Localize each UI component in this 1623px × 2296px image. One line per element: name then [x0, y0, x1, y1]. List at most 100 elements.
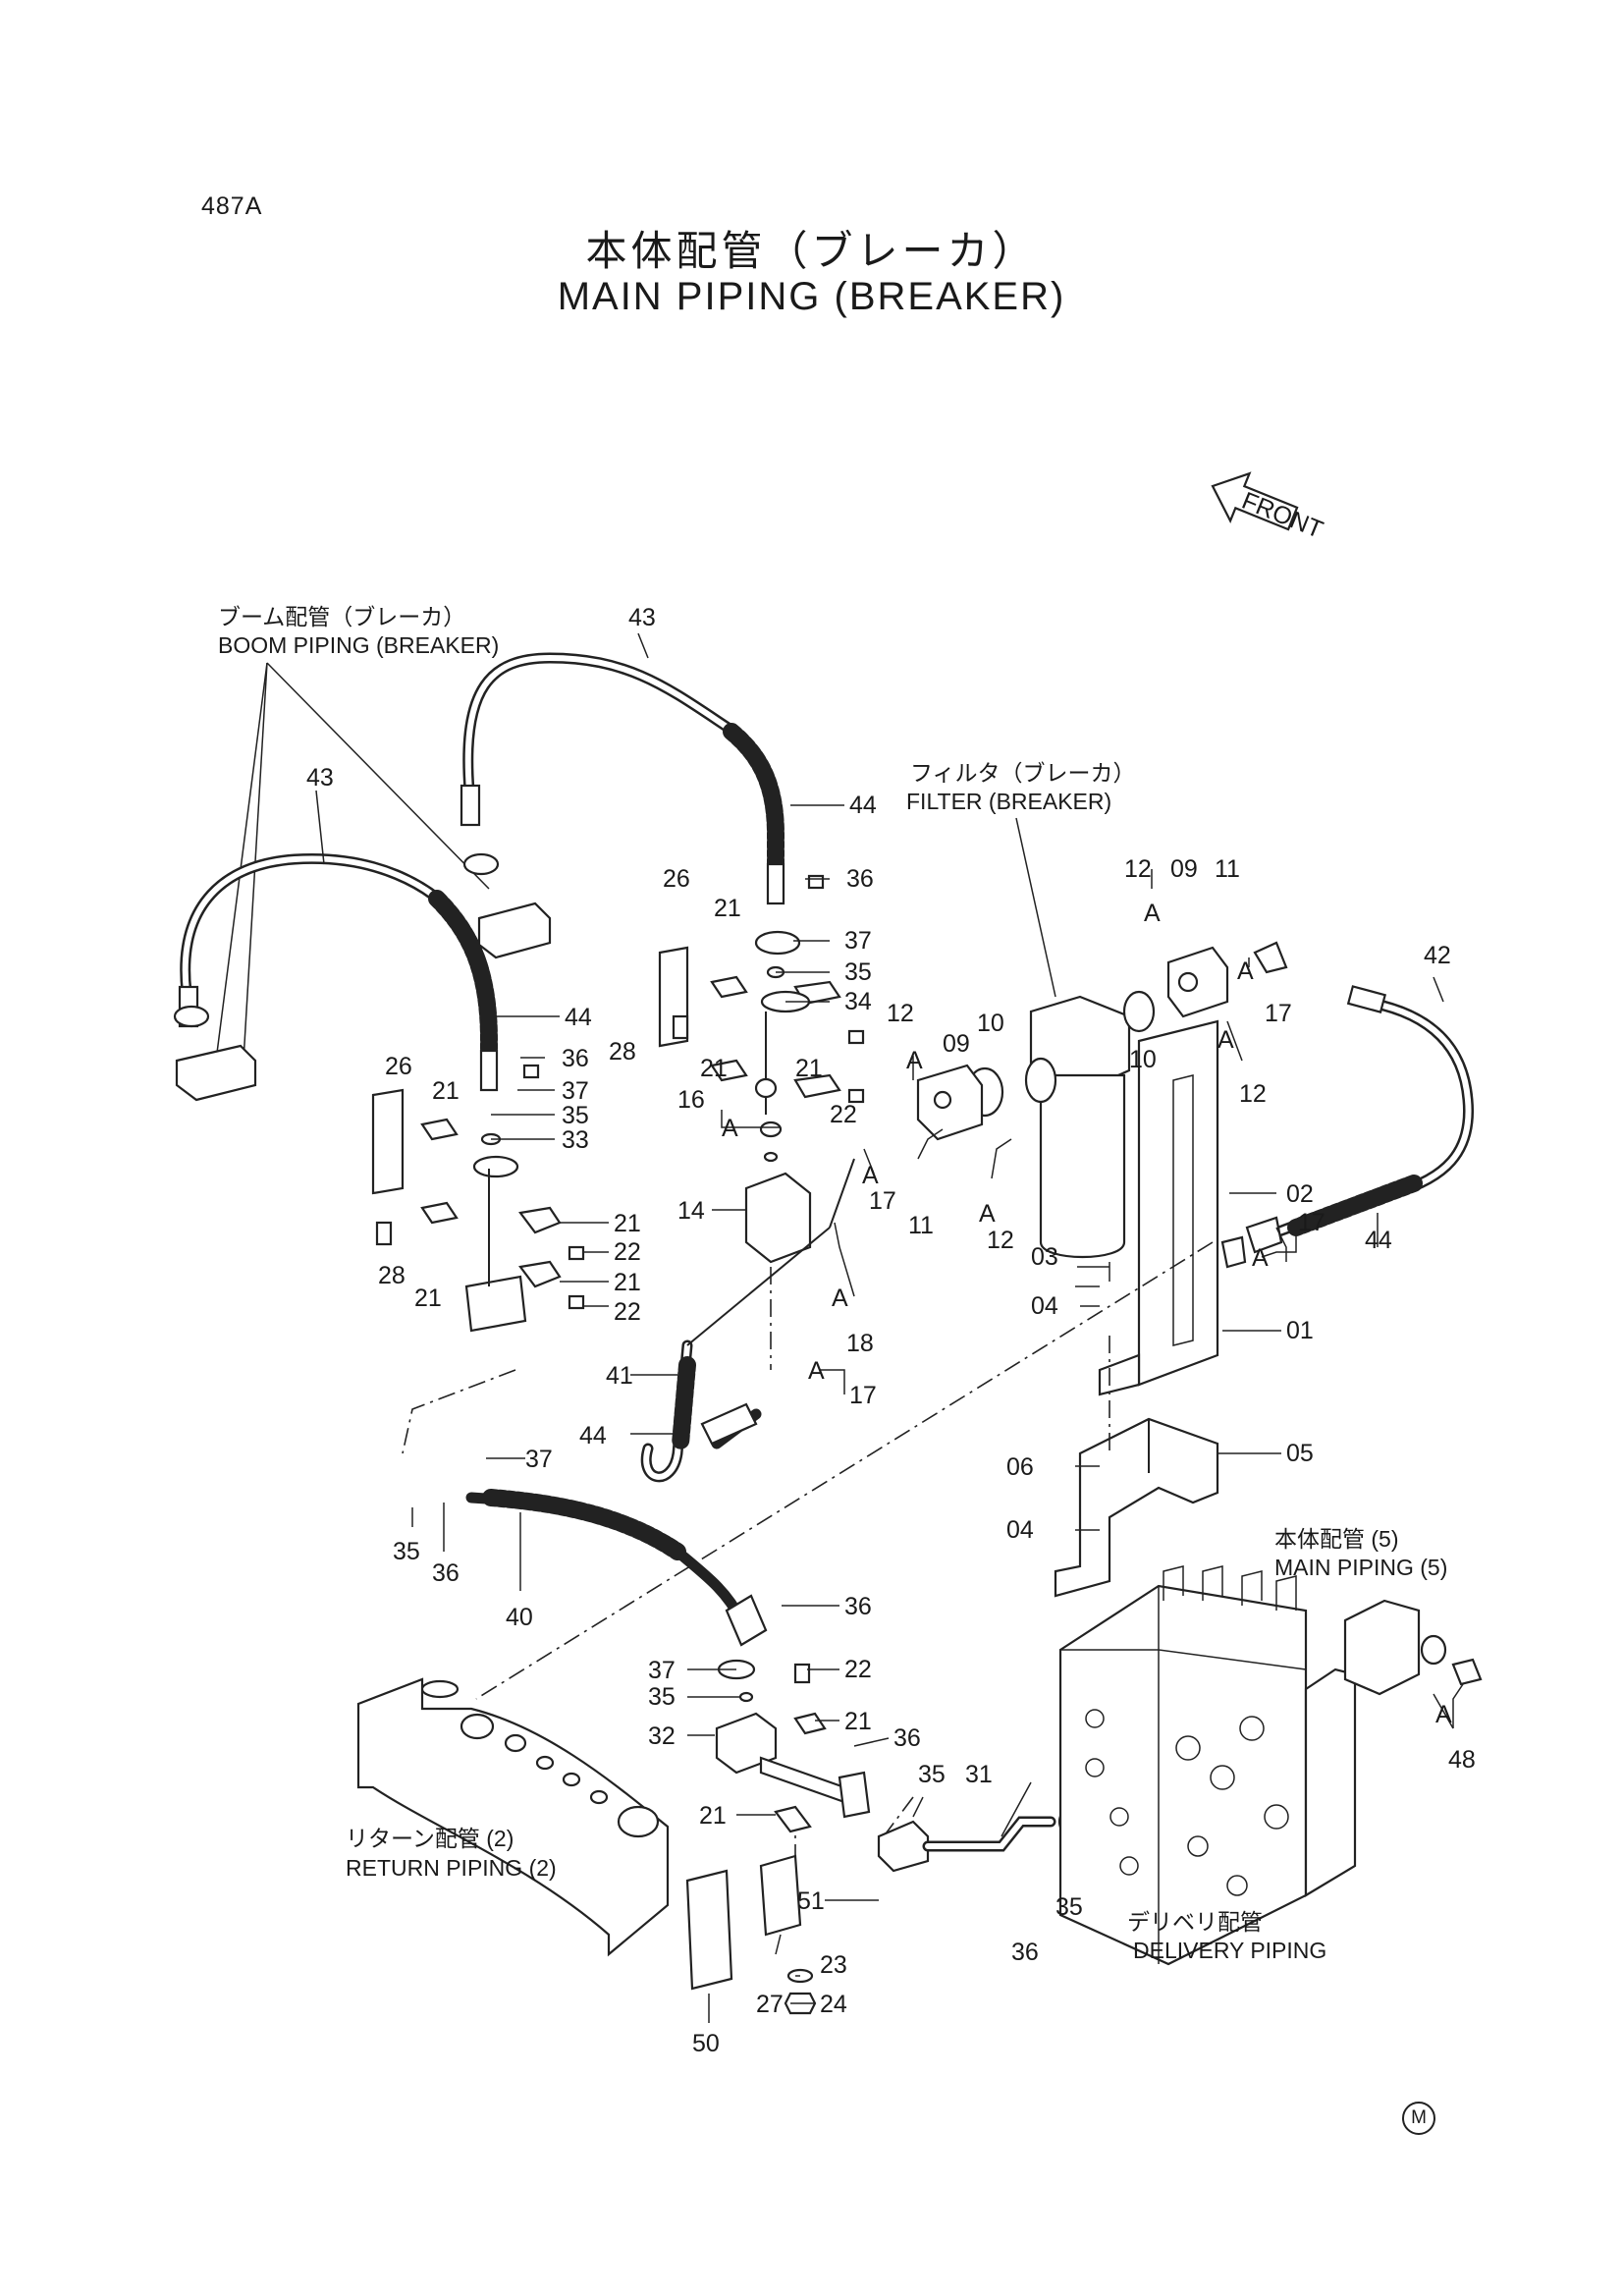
stand-05 — [1054, 1417, 1219, 1598]
callout-50: 50 — [692, 2030, 720, 2057]
callout-43: 43 — [628, 604, 656, 631]
callout-51: 51 — [797, 1887, 825, 1915]
callout-43: 43 — [306, 764, 334, 792]
front-label: FRONT — [1238, 487, 1326, 544]
callout-04: 04 — [1031, 1292, 1058, 1320]
front-arrow-icon: FRONT — [1211, 471, 1326, 544]
caption-filter-en: FILTER (BREAKER) — [906, 789, 1111, 814]
marker-a: A — [808, 1357, 825, 1385]
callout-10: 10 — [1129, 1046, 1157, 1073]
marker-a: A — [862, 1162, 879, 1189]
callout-12: 12 — [1239, 1080, 1267, 1108]
marker-a: A — [832, 1285, 848, 1312]
page-code: 487A — [201, 192, 263, 220]
callout-16: 16 — [677, 1086, 705, 1114]
marker-a: A — [906, 1047, 923, 1074]
callout-28: 28 — [378, 1262, 406, 1289]
caption-delivery-en: DELIVERY PIPING — [1133, 1938, 1326, 1963]
callout-37: 37 — [562, 1077, 589, 1105]
callout-21: 21 — [700, 1055, 728, 1082]
page-title-japanese: 本体配管（ブレーカ） — [585, 227, 1038, 275]
callout-37: 37 — [525, 1446, 553, 1473]
pipe-31 — [877, 1810, 1073, 1873]
callout-24: 24 — [820, 1991, 847, 2018]
callout-11: 11 — [1215, 855, 1240, 883]
caption-main5-en: MAIN PIPING (5) — [1274, 1555, 1447, 1580]
callout-21: 21 — [614, 1269, 641, 1296]
hose-40 — [465, 1489, 768, 1647]
callout-17: 17 — [1265, 1000, 1292, 1027]
return-piping-body — [356, 1677, 670, 1957]
marker-a: A — [1252, 1244, 1269, 1272]
callout-34: 34 — [844, 988, 872, 1015]
marker-a: A — [979, 1200, 996, 1228]
callout-44: 44 — [565, 1004, 592, 1031]
callout-32: 32 — [648, 1722, 676, 1750]
hose-43-upper — [460, 652, 785, 905]
callout-44: 44 — [1365, 1227, 1392, 1254]
caption-filter-jp: フィルタ（ブレーカ） — [910, 760, 1136, 786]
callout-37: 37 — [648, 1657, 676, 1684]
callout-26: 26 — [663, 865, 690, 893]
callout-21: 21 — [699, 1802, 727, 1830]
callout-04: 04 — [1006, 1516, 1034, 1544]
callout-21: 21 — [844, 1708, 872, 1735]
callout-21: 21 — [714, 895, 741, 922]
callout-21: 21 — [414, 1285, 442, 1312]
flange-09-right — [1166, 946, 1229, 1018]
a-bracket-markers — [721, 869, 1464, 1728]
callout-01: 01 — [1286, 1317, 1314, 1344]
callout-36: 36 — [844, 1593, 872, 1620]
caption-main5-jp: 本体配管 (5) — [1274, 1526, 1399, 1552]
marker-a: A — [1435, 1701, 1452, 1728]
callout-35: 35 — [1055, 1893, 1083, 1921]
registered-mark: M — [1402, 2102, 1435, 2135]
callout-leader-lines — [315, 632, 1454, 2023]
left-bracket-assembly — [371, 1064, 585, 1333]
callout-11: 11 — [908, 1212, 934, 1239]
hose-41 — [640, 1158, 855, 1483]
callout-12: 12 — [1124, 855, 1152, 883]
callout-37: 37 — [844, 927, 872, 955]
callout-44: 44 — [849, 792, 877, 819]
callout-22: 22 — [844, 1656, 872, 1683]
callout-21: 21 — [432, 1077, 460, 1105]
callout-44: 44 — [579, 1422, 607, 1449]
callout-33: 33 — [562, 1126, 589, 1154]
callout-36: 36 — [846, 865, 874, 893]
caption-delivery-jp: デリベリ配管 — [1127, 1909, 1263, 1935]
callout-09: 09 — [943, 1030, 970, 1058]
callout-10: 10 — [977, 1010, 1004, 1037]
callout-23: 23 — [820, 1951, 847, 1979]
callout-35: 35 — [562, 1102, 589, 1129]
callout-03: 03 — [1031, 1243, 1058, 1271]
callout-21: 21 — [614, 1210, 641, 1237]
valve-block-14 — [744, 1077, 812, 1264]
filter-pointer-line — [1015, 817, 1056, 998]
callout-22: 22 — [614, 1298, 641, 1326]
callout-26: 26 — [385, 1053, 412, 1080]
callout-35: 35 — [844, 958, 872, 986]
callout-35: 35 — [918, 1761, 946, 1788]
callout-40: 40 — [506, 1604, 533, 1631]
caption-return-jp: リターン配管 (2) — [346, 1826, 514, 1851]
bracket-01 — [1098, 1019, 1219, 1396]
caption-boom-en: BOOM PIPING (BREAKER) — [218, 632, 499, 658]
callout-02: 02 — [1286, 1180, 1314, 1208]
callout-41: 41 — [606, 1362, 633, 1390]
callout-36: 36 — [893, 1724, 921, 1752]
callout-12: 12 — [887, 1000, 914, 1027]
boom-flange-blocks — [173, 852, 552, 1102]
callout-17: 17 — [849, 1382, 877, 1409]
callout-36: 36 — [562, 1045, 589, 1072]
callout-17: 17 — [1298, 1209, 1325, 1236]
callout-21: 21 — [795, 1055, 823, 1082]
flange-09-left — [916, 1064, 984, 1141]
middle-bracket-assembly — [658, 874, 865, 1115]
lower-bracket-assembly — [685, 1659, 871, 2015]
callout-17: 17 — [869, 1187, 896, 1215]
callout-48: 48 — [1448, 1746, 1476, 1774]
callout-31: 31 — [965, 1761, 993, 1788]
callout-22: 22 — [614, 1238, 641, 1266]
